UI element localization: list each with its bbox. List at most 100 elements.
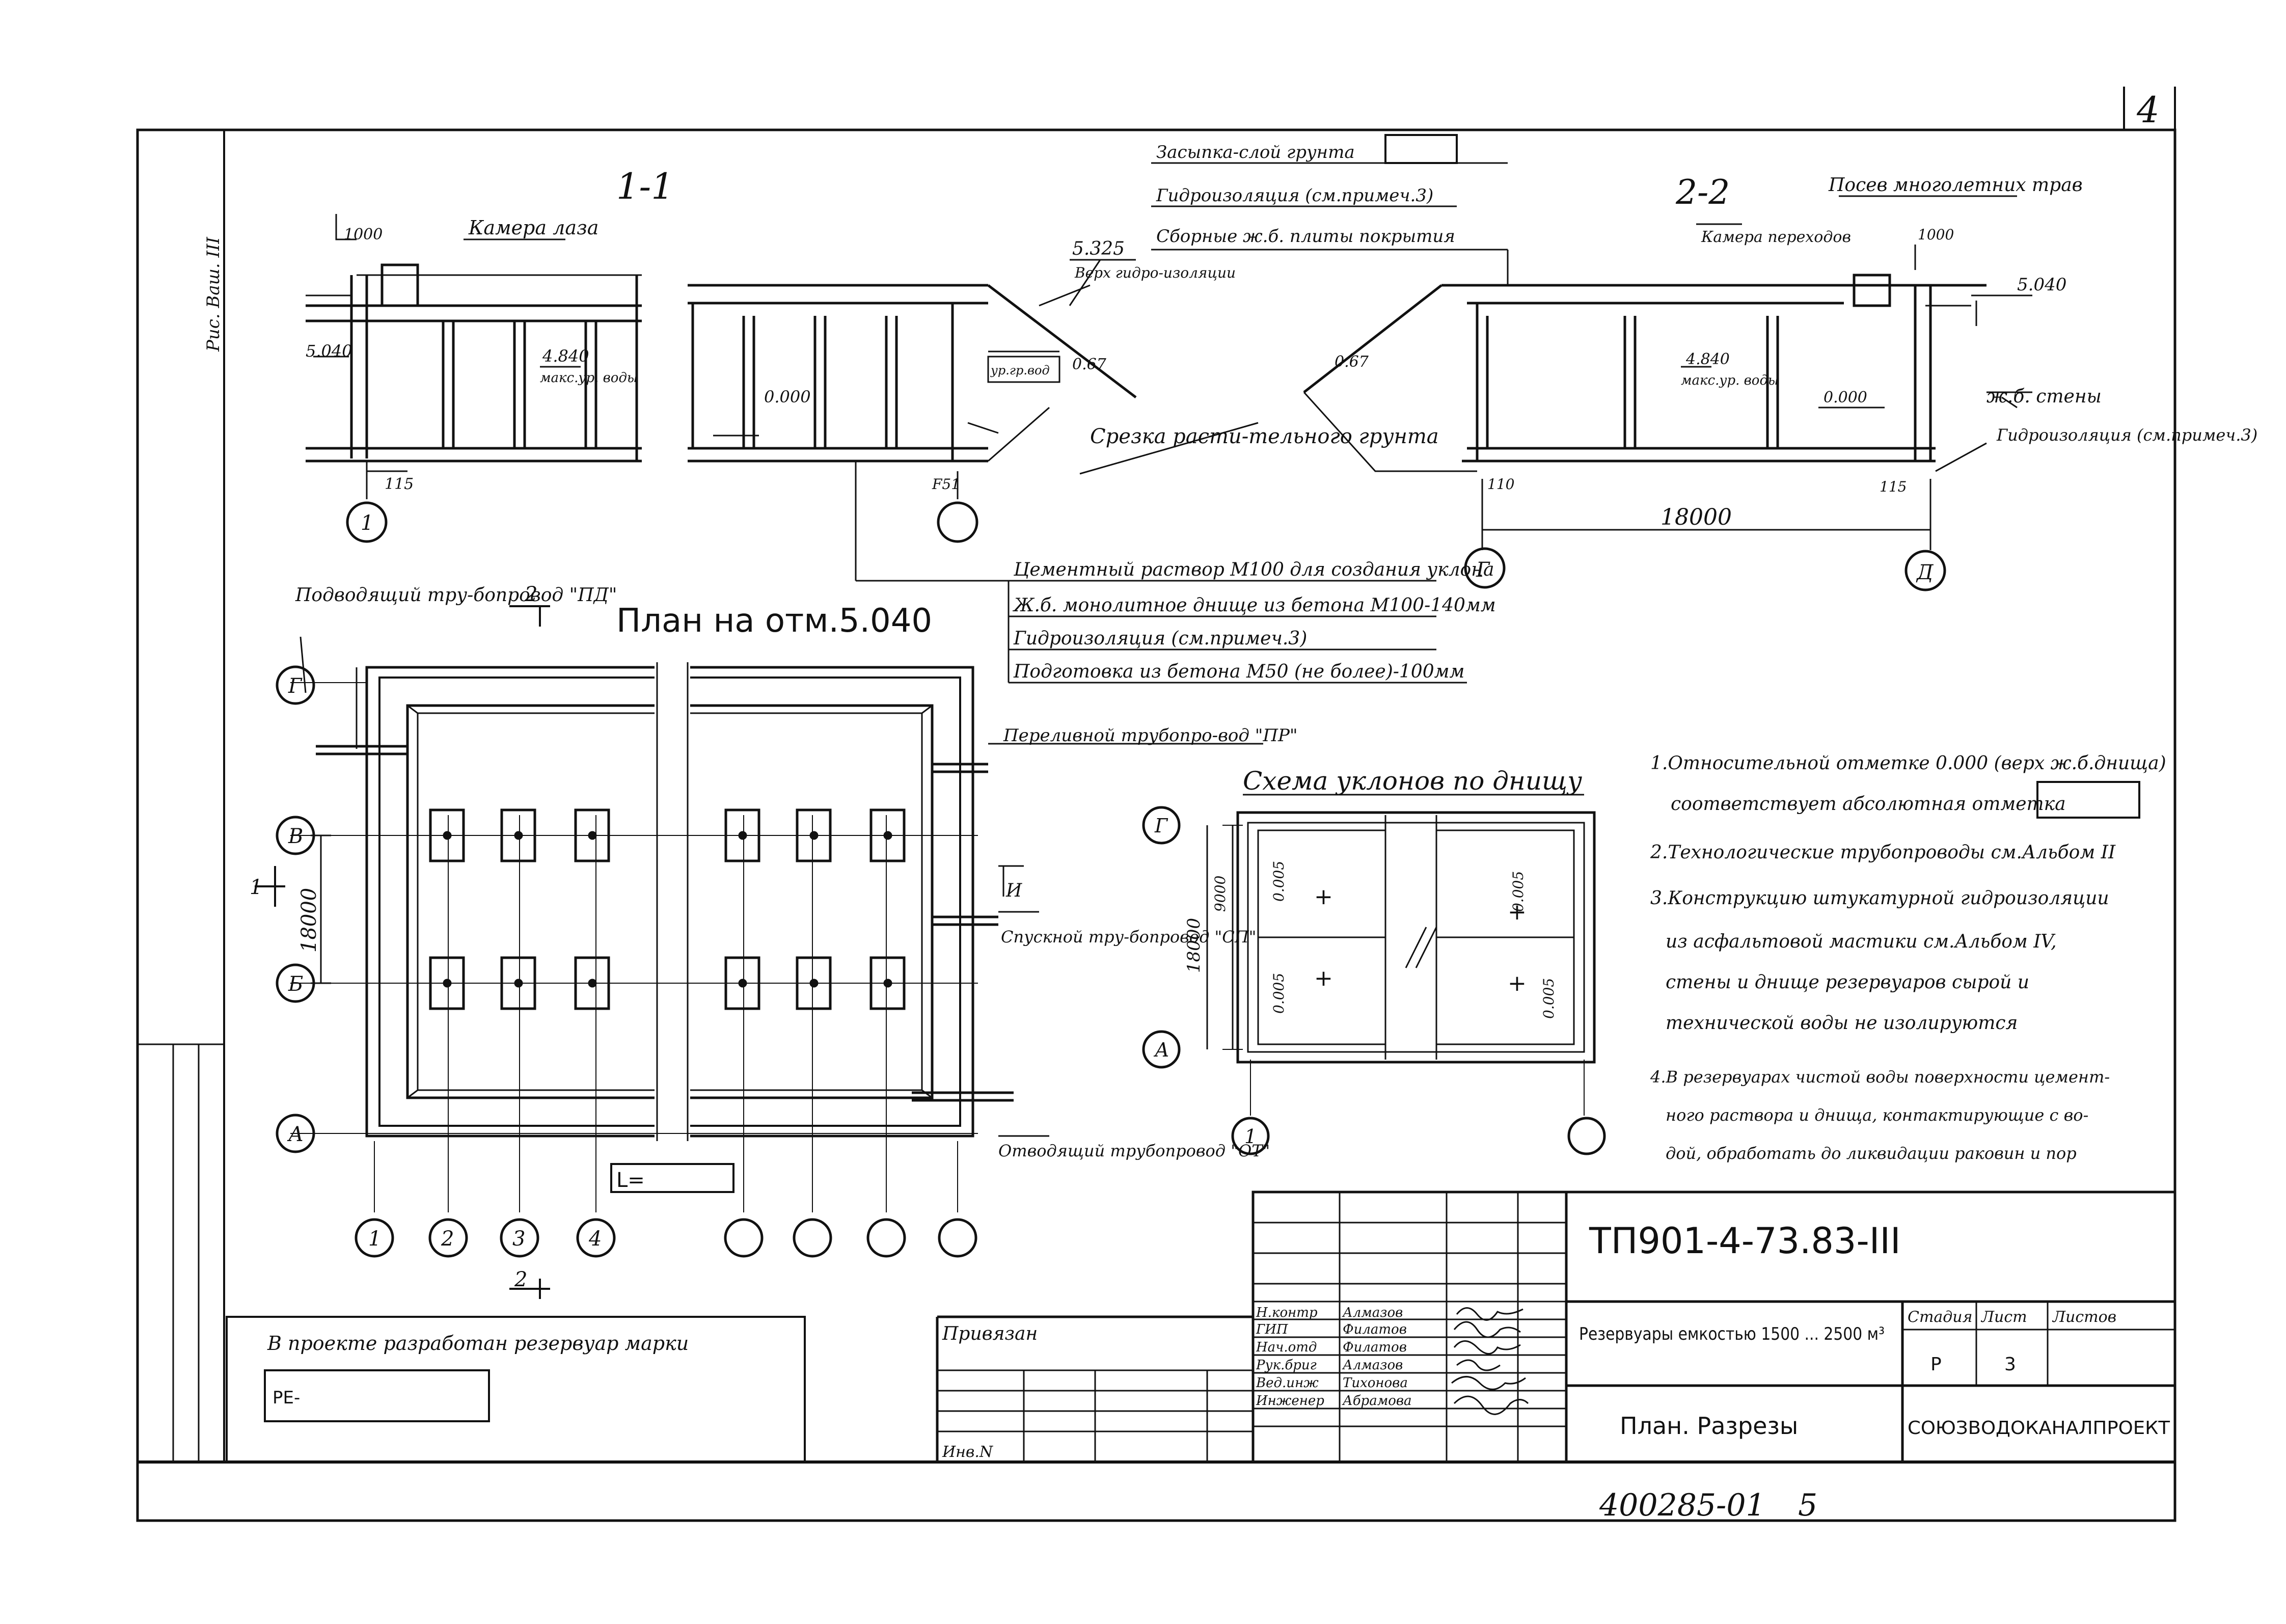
slope-scheme-title: Схема уклонов по днищу <box>1243 766 1582 796</box>
slope-value-3: 0.005 <box>1510 871 1527 912</box>
role-1: Н.контр <box>1256 1305 1318 1320</box>
axis-col-3: 3 <box>512 1227 525 1251</box>
layer-top-2: Гидроизоляция (см.примеч.3) <box>1156 185 1433 206</box>
dim-18000-s2: 18000 <box>1661 504 1732 530</box>
name-2: Филатов <box>1343 1322 1407 1337</box>
axis-row-b: Б <box>288 972 303 996</box>
sheet-number: 4 <box>2136 89 2160 131</box>
name-1: Алмазов <box>1342 1305 1403 1320</box>
note-3b: из асфальтовой мастики см.Альбом IV, <box>1666 931 2057 952</box>
section-mark-2-top: 2 <box>524 583 537 606</box>
arrow-note: И <box>1005 880 1022 901</box>
note-3d: технической воды не изолируются <box>1666 1013 2018 1034</box>
note-4c: дой, обработать до ликвидации раковин и … <box>1666 1144 2077 1163</box>
max-water-s1: 4.840 <box>542 346 589 366</box>
layer-top-1: Засыпка-слой грунта <box>1156 142 1355 163</box>
layer-bottom-1: Цементный раствор М100 для создания укло… <box>1013 559 1494 580</box>
name-4: Алмазов <box>1342 1358 1403 1373</box>
overflow-label: Переливной трубопро-вод "ПР" <box>1003 725 1298 746</box>
name-6: Абрамова <box>1342 1393 1412 1409</box>
plan-title: План на отм.5.040 <box>616 602 932 640</box>
axis-col-1: 1 <box>368 1227 381 1251</box>
dim-110: 110 <box>1487 476 1514 493</box>
side-label: Рис. Ваш. III <box>203 237 224 352</box>
max-water-note-s2: макс.ур. воды <box>1681 373 1779 388</box>
dim-115-s2: 115 <box>1880 478 1907 495</box>
level-5325: 5.325 <box>1072 238 1125 259</box>
archive-page: 5 <box>1798 1487 1817 1523</box>
role-3: Нач.отд <box>1256 1340 1317 1355</box>
note-4b: ного раствора и днища, контактирующие с … <box>1666 1105 2088 1125</box>
section-mark-2-bottom: 2 <box>514 1268 527 1291</box>
slope-067-s1: 0.67 <box>1072 356 1107 373</box>
slope-dim-18000: 18000 <box>1184 918 1204 973</box>
ur-gr-vod: ур.гр.вод <box>990 363 1050 377</box>
role-4: Рук.бриг <box>1256 1358 1317 1373</box>
signatures <box>1451 1307 1529 1415</box>
project-note-box <box>226 1316 806 1463</box>
dim-1000-s2: 1000 <box>1918 226 1954 243</box>
stage-value: Р <box>1930 1354 1942 1375</box>
drawing-code: ТП901-4-73.83-III <box>1589 1220 1901 1262</box>
posev: Посев многолетних трав <box>1828 175 2083 196</box>
layer-top-3: Сборные ж.б. плиты покрытия <box>1156 226 1455 247</box>
axis-row-v: В <box>288 825 303 848</box>
dim-1000-s1: 1000 <box>344 226 383 243</box>
dim-f51: F51 <box>932 476 960 493</box>
plan-view <box>255 605 1263 1299</box>
axis-1-s1: 1 <box>361 511 373 535</box>
slope-scheme <box>1142 794 1606 1155</box>
note-1a: 1.Относительной отметке 0.000 (верх ж.б.… <box>1650 753 2166 774</box>
stage-header: Стадия <box>1908 1308 1973 1326</box>
layer-bottom-3: Гидроизоляция (см.примеч.3) <box>1013 628 1307 649</box>
role-5: Вед.инж <box>1256 1375 1319 1391</box>
note-4a: 4.В резервуарах чистой воды поверхности … <box>1650 1067 2110 1087</box>
section-1-title: 1-1 <box>616 166 674 207</box>
privyazan: Привязан <box>942 1323 1038 1344</box>
axis-col-4: 4 <box>588 1227 602 1251</box>
slope-value-2: 0.005 <box>1270 973 1287 1014</box>
wall-note: ж.б. стены <box>1986 386 2102 407</box>
note-3a: 3.Конструкцию штукатурной гидроизоляции <box>1650 888 2109 909</box>
kamera-perehodov: Камера переходов <box>1701 228 1851 246</box>
drain-label: Спускной тру-бопровод "СП" <box>1001 927 1256 946</box>
name-3: Филатов <box>1343 1340 1407 1355</box>
level-5040-s1: 5.040 <box>306 341 352 361</box>
section-1-1 <box>306 214 1259 582</box>
level-0000-s2: 0.000 <box>1824 389 1867 407</box>
slope-axis-g: Г <box>1154 815 1168 837</box>
outlet-label: Отводящий трубопровод "ОТ" <box>998 1141 1270 1160</box>
plus-2: + <box>1314 965 1333 991</box>
project-note-text: В проекте разработан резервуар марки <box>267 1332 689 1355</box>
axis-g-s2: Г <box>1476 558 1490 582</box>
project-note-value: РЕ- <box>273 1388 300 1408</box>
plus-4: + <box>1508 970 1527 996</box>
section-2-title: 2-2 <box>1675 173 1730 212</box>
archive-number: 400285-01 <box>1599 1487 1765 1523</box>
axis-col-2: 2 <box>441 1227 454 1251</box>
slope-axis-1: 1 <box>1244 1125 1257 1148</box>
top-gidro: Верх гидро-изоляции <box>1074 264 1236 281</box>
plan-dim-18000: 18000 <box>297 888 321 953</box>
slope-value-1: 0.005 <box>1270 861 1287 902</box>
inlet-label: Подводящий тру-бопровод "ПД" <box>295 585 617 606</box>
max-water-note-s1: макс.ур. воды <box>540 370 638 386</box>
slope-dim-9000: 9000 <box>1212 876 1229 912</box>
level-0000-s1: 0.000 <box>764 387 811 407</box>
gidro-note-s2: Гидроизоляция (см.примеч.3) <box>1996 425 2257 445</box>
axis-d-s2: Д <box>1916 561 1934 584</box>
note-3c: стены и днище резервуаров сырой и <box>1666 972 2029 993</box>
max-water-s2: 4.840 <box>1685 350 1730 368</box>
organization: СОЮЗВОДОКАНАЛПРОЕКТ <box>1908 1418 2170 1439</box>
section-mark-1: 1 <box>250 876 262 899</box>
plus-1: + <box>1314 884 1333 910</box>
slope-axis-a: А <box>1153 1039 1169 1061</box>
axis-row-a: А <box>287 1123 304 1146</box>
srezka: Срезка расти-тельного грунта <box>1090 425 1439 448</box>
inv-no: Инв.N <box>942 1443 994 1461</box>
title-block <box>936 1190 2176 1464</box>
slope-067-s2: 0.67 <box>1335 353 1369 371</box>
dim-115-s1: 115 <box>385 475 414 493</box>
sheets-header: Листов <box>2052 1308 2116 1326</box>
